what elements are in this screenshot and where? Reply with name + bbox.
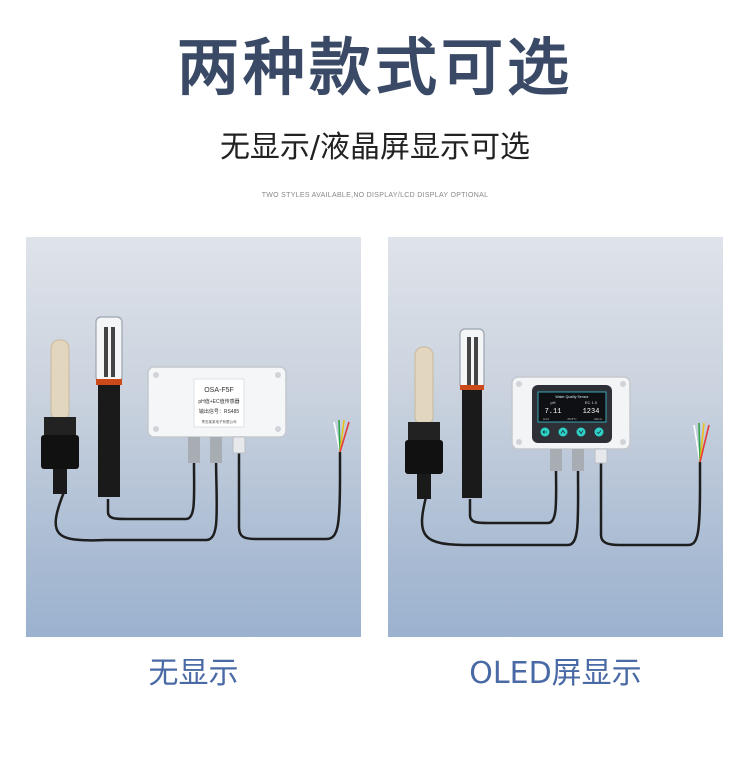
cable (468, 466, 558, 525)
screw (153, 426, 159, 432)
wire-tip (333, 421, 341, 453)
caption-oled-display: OLED屏显示 (469, 656, 642, 691)
cable (54, 451, 219, 542)
screen-col1-label: pH (550, 400, 555, 405)
sensor-illustration-oled-display: Water Quality Sensor pH EC 1.0 7.11 1234… (405, 328, 710, 547)
connector (210, 437, 222, 463)
device-label (193, 378, 245, 428)
ec-probe-ring (460, 385, 484, 390)
ec-probe-electrode (474, 337, 478, 385)
up-button-icon (558, 427, 568, 437)
wire-tip (699, 424, 710, 463)
ec-probe-cap (459, 328, 485, 390)
cable (599, 462, 702, 547)
ph-probe-tail (417, 474, 431, 499)
screw (275, 372, 281, 378)
down-arrow-glyph (578, 430, 584, 435)
ec-probe-ring (96, 379, 122, 385)
confirm-button-icon (594, 427, 604, 437)
page-subtitle: 无显示/液晶屏显示可选 (219, 130, 531, 165)
ec-probe-body (462, 390, 482, 498)
screen-header: Water Quality Sensor (555, 395, 589, 399)
wire-tip (339, 419, 345, 453)
ec-probe-electrode (111, 327, 115, 377)
gland (232, 436, 246, 454)
wire-tip (339, 421, 350, 453)
label-model: OSA-F5F (204, 387, 234, 394)
up-arrow-glyph (560, 429, 566, 434)
page-title: 两种款式可选 (176, 31, 573, 104)
product-image-oled-display: Water Quality Sensor pH EC 1.0 7.11 1234… (388, 237, 723, 637)
oled-screen (537, 391, 607, 423)
wire-tip (699, 422, 705, 463)
gland (594, 448, 608, 464)
screen-foot-2: 25.8°C (567, 417, 577, 421)
down-button-icon (576, 427, 586, 437)
sensor-illustration-no-display: OSA-F5F pH值+EC值传感器 输出信号：RS485 青岛某某电子有限公司 (41, 316, 350, 542)
ph-probe-tip (50, 339, 70, 421)
wire-tip (698, 422, 701, 463)
screen-foot-1: 0-01 (543, 417, 549, 421)
cable (106, 461, 196, 521)
screw (153, 372, 159, 378)
cable (420, 466, 580, 547)
ph-probe-body (408, 422, 440, 440)
ec-probe-electrode (467, 337, 471, 385)
wire-tip (338, 419, 341, 453)
screw (620, 381, 626, 387)
screw (516, 439, 522, 445)
ph-probe-tip (414, 346, 434, 426)
ph-probe-nut (405, 440, 443, 474)
label-name: pH值+EC值传感器 (198, 398, 239, 405)
screw (516, 381, 522, 387)
page-tagline: TWO STYLES AVAILABLE,NO DISPLAY/LCD DISP… (261, 192, 489, 199)
connector (550, 449, 562, 471)
screw (620, 439, 626, 445)
ec-probe-cap (95, 316, 123, 383)
screen-col2-value: 1234 (583, 408, 600, 416)
caption-no-display: 无显示 (148, 656, 239, 691)
screen-foot-3: uS/cm (594, 417, 603, 421)
screw (275, 426, 281, 432)
ph-probe-nut (41, 435, 79, 469)
back-arrow-glyph (542, 430, 547, 434)
product-image-no-display: OSA-F5F pH值+EC值传感器 输出信号：RS485 青岛某某电子有限公司 (26, 237, 361, 637)
wire-tip (693, 424, 701, 463)
check-glyph (596, 430, 602, 435)
ec-probe-body (98, 385, 120, 497)
cable (237, 452, 342, 541)
ph-probe-tail (53, 469, 67, 494)
label-signal: 输出信号：RS485 (199, 408, 240, 415)
ec-probe-electrode (104, 327, 108, 377)
connector (188, 437, 200, 463)
label-maker: 青岛某某电子有限公司 (202, 419, 237, 424)
connector (572, 449, 584, 471)
screen-col2-label: EC 1.0 (585, 400, 598, 405)
ph-probe-body (44, 417, 76, 435)
screen-col1-value: 7.11 (545, 408, 562, 416)
